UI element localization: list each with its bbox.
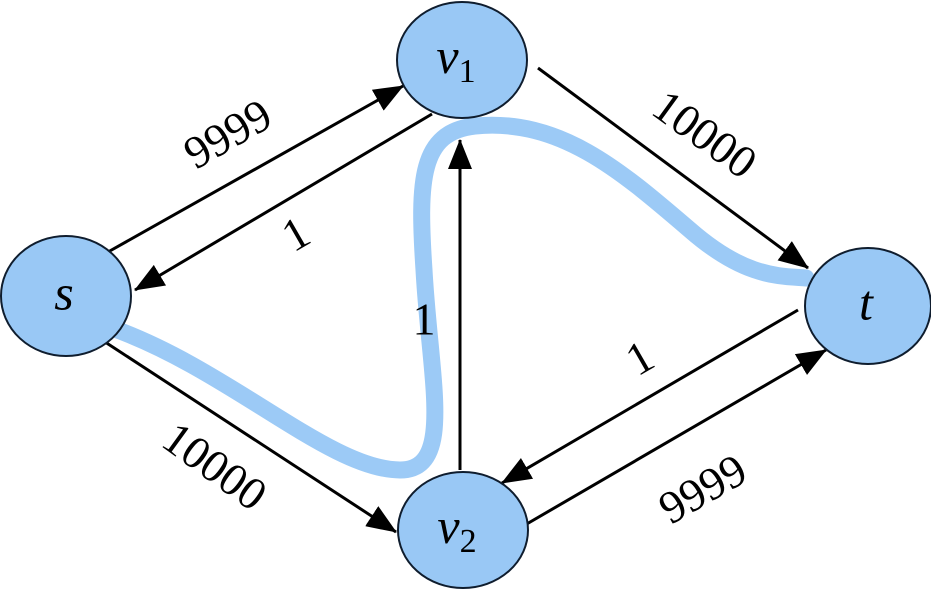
edge-label-v2-v1: 1 [413, 294, 436, 345]
node-v2: v2 [397, 471, 529, 589]
edge-v1-t [537, 66, 809, 270]
edge-label-t-v2: 1 [617, 330, 662, 386]
node-s-label: s [54, 264, 73, 320]
node-t-label: t [859, 274, 874, 330]
node-v1-subscript: 1 [459, 53, 476, 90]
edge-label-s-v2: 10000 [153, 412, 276, 521]
node-v1-label: v1 [436, 28, 475, 89]
edge-label-v2-t: 9999 [650, 444, 755, 534]
node-v2-subscript: 2 [460, 523, 477, 560]
node-v1: v1 [396, 1, 528, 119]
node-t: t [804, 247, 931, 365]
edge-v2-t [524, 348, 827, 527]
edge-label-v1-s: 1 [273, 206, 318, 262]
node-v1-letter: v [436, 28, 459, 84]
edge-label-v1-t: 10000 [643, 80, 766, 189]
node-s: s [0, 235, 132, 357]
edge-s-v2 [101, 338, 397, 534]
edge-t-v2 [501, 308, 799, 485]
edge-s-v1 [107, 84, 404, 254]
node-v2-letter: v [437, 498, 460, 554]
node-v2-label: v2 [437, 498, 476, 559]
highlighted-path [103, 116, 815, 479]
edge-v1-s [134, 112, 433, 292]
